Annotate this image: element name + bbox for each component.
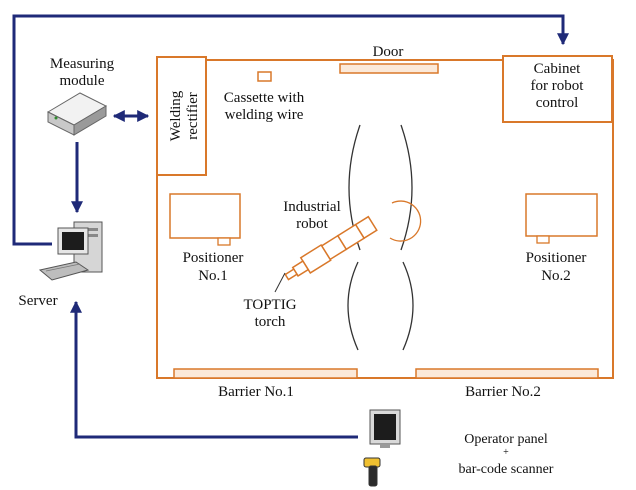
door [339,63,439,74]
barrier-2-label: Barrier No.2 [465,384,541,400]
cabinet-label-2: for robot [531,78,585,94]
industrial-robot-label-2: robot [296,216,328,232]
barrier-1 [173,368,358,379]
robot-control-cabinet: Cabinet for robot control [502,55,613,123]
robot-reach-arc [389,200,422,242]
positioner-2-label-2: No.2 [541,268,571,284]
operator-panel-monitor-icon [369,409,401,448]
measuring-module-label-2: module [60,73,105,89]
cassette-label-1: Cassette with [224,90,305,106]
operator-panel-label-2: + [503,447,509,458]
welding-rectifier-label-1: Welding [168,90,184,141]
torch-tip [284,268,298,281]
barrier-1-label: Barrier No.1 [218,384,294,400]
toptig-label-2: torch [255,314,286,330]
welding-rectifier-label-2: rectifier [185,92,201,139]
server-computer-icon [38,221,103,281]
cabinet-label-1: Cabinet [534,61,581,77]
operator-panel-label-3: bar-code scanner [459,462,554,477]
industrial-robot-label-1: Industrial [283,199,341,215]
barrier-2 [415,368,599,379]
server-label: Server [18,293,57,309]
welding-rectifier: Welding rectifier [156,56,207,176]
link-operator-to-server [70,300,358,439]
measuring-module-icon [46,92,108,136]
cassette-box [257,71,272,82]
door-label: Door [373,44,404,60]
positioner-2-label-1: Positioner [526,250,587,266]
industrial-robot: Industrial robot [283,199,422,281]
positioner-2: Positioner No.2 [525,193,598,284]
toptig-label-1: TOPTIG [243,297,296,313]
cassette-label-2: welding wire [225,107,304,123]
positioner-1-label-1: Positioner [183,250,244,266]
communication-links [12,14,569,439]
measuring-module-label-1: Measuring [50,56,115,72]
cabinet-label-3: control [536,95,579,111]
positioner-1: Positioner No.1 [169,193,244,284]
link-server-to-cabinet [12,14,569,246]
barcode-scanner-icon [363,457,381,487]
operator-panel-label-1: Operator panel [464,432,548,447]
positioner-1-label-2: No.1 [198,268,228,284]
cell-enclosure [156,59,614,379]
light-curtain-lines [347,124,414,351]
toptig-leader-line [274,272,286,293]
